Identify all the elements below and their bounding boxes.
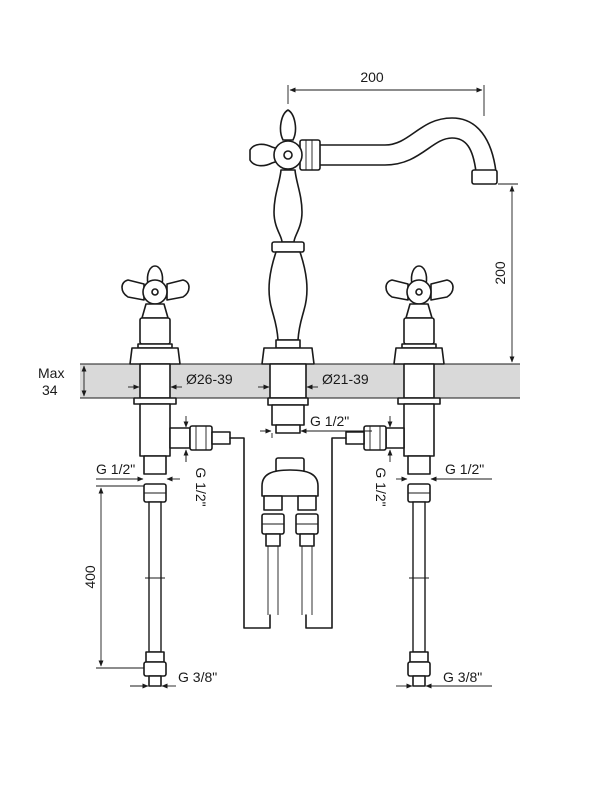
dim-right-hose-end-thread: G 3/8": [443, 669, 482, 685]
dim-side-hole-diameter: Ø26-39: [186, 371, 233, 387]
spout: [249, 109, 498, 434]
dim-spout-reach: 200: [360, 69, 384, 85]
dim-left-hose-end-thread: G 3/8": [178, 669, 217, 685]
mixing-tee-with-hoses: [229, 437, 347, 629]
left-cross-handle-valve: [121, 265, 231, 687]
dim-right-valve-thread: G 1/2": [373, 467, 389, 506]
dim-spout-height: 200: [492, 261, 508, 285]
dim-right-outlet-thread: G 1/2": [445, 461, 484, 477]
dim-deck-max-value: 34: [42, 382, 58, 398]
right-cross-handle-valve: [345, 265, 454, 687]
dim-deck-max-label: Max: [38, 365, 64, 381]
dim-left-valve-thread: G 1/2": [193, 467, 209, 506]
dim-hose-length: 400: [82, 565, 98, 589]
dim-left-outlet-thread: G 1/2": [96, 461, 135, 477]
dim-center-thread: G 1/2": [310, 413, 349, 429]
dim-center-hole-diameter: Ø21-39: [322, 371, 369, 387]
